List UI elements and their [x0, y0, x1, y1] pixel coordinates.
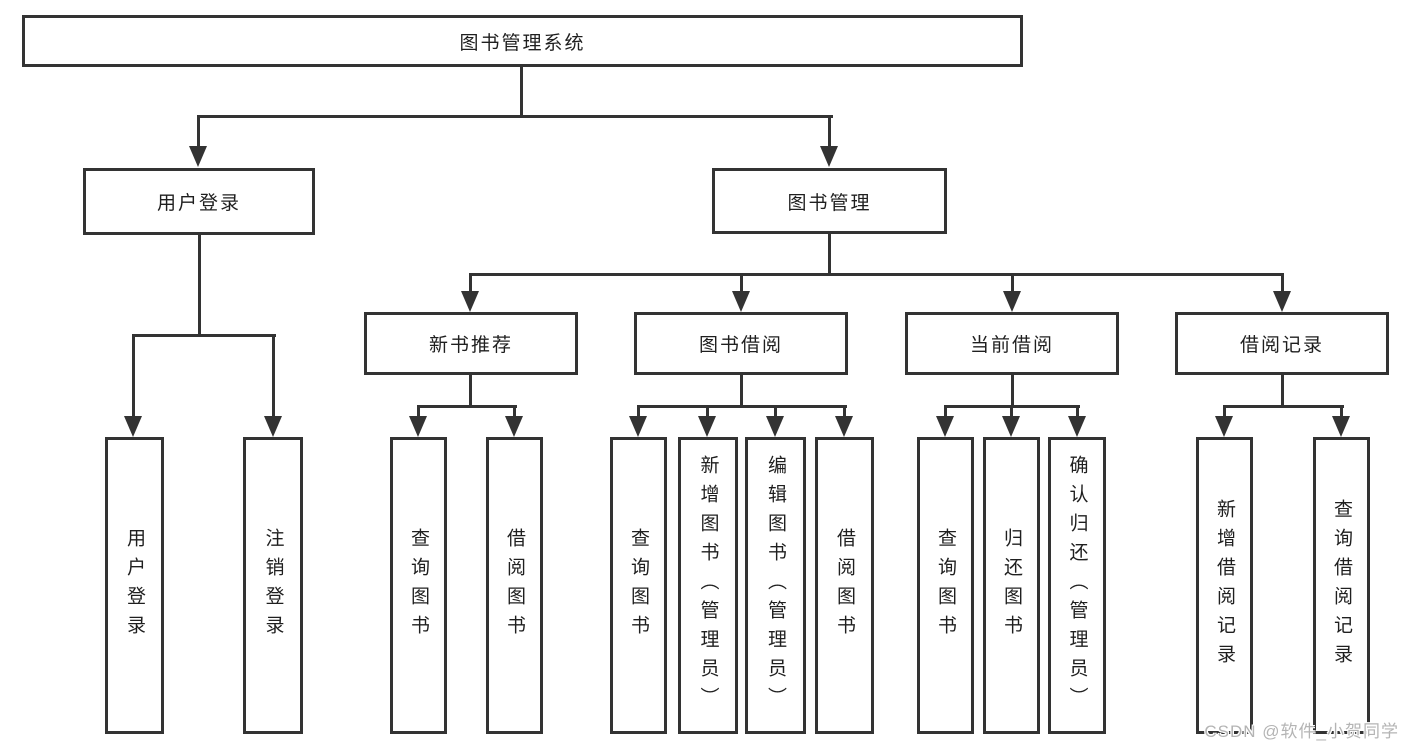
- arrowhead-user-login: [189, 146, 207, 167]
- leaf-borrow-books-label: 借阅图书: [834, 527, 855, 644]
- node-root-label: 图书管理系统: [459, 32, 586, 54]
- connector-user-login-stem: [198, 235, 201, 336]
- arrowhead-b1: [409, 416, 427, 437]
- arrowhead-new-book: [461, 291, 479, 312]
- leaf-query-books-borrow: 查询图书: [610, 437, 667, 734]
- leaf-add-borrow-record-label: 新增借阅记录: [1214, 498, 1235, 673]
- node-new-book-recommend-label: 新书推荐: [428, 335, 513, 356]
- arrowhead-b2: [505, 416, 523, 437]
- connector-drop-c3: [774, 405, 777, 417]
- connector-drop-borrow-records: [1281, 273, 1284, 293]
- leaf-query-books-borrow-label: 查询图书: [628, 527, 649, 644]
- node-current-borrow-label: 当前借阅: [969, 335, 1054, 356]
- arrowhead-e1: [1215, 416, 1233, 437]
- node-borrow-records-label: 借阅记录: [1239, 335, 1324, 356]
- connector-drop-b2: [513, 405, 516, 417]
- leaf-add-books-admin: 新增图书（管理员）: [678, 437, 738, 734]
- arrowhead-c2: [698, 416, 716, 437]
- leaf-edit-books-admin-label: 编辑图书（管理员）: [765, 455, 786, 716]
- connector-level2-rail: [469, 273, 1284, 276]
- node-user-login: 用户登录: [83, 168, 315, 235]
- connector-drop-c1: [637, 405, 640, 417]
- connector-level1-rail: [197, 115, 833, 118]
- arrowhead-d1: [936, 416, 954, 437]
- connector-drop-d2: [1010, 405, 1013, 417]
- leaf-query-books-recommend: 查询图书: [390, 437, 447, 734]
- connector-user-login-rail: [132, 334, 276, 337]
- leaf-query-books-current: 查询图书: [917, 437, 974, 734]
- connector-drop-e1: [1223, 405, 1226, 417]
- arrowhead-leaf-logout: [264, 416, 282, 437]
- node-book-borrow: 图书借阅: [634, 312, 848, 375]
- connector-root-stem: [520, 67, 523, 117]
- leaf-query-books-recommend-label: 查询图书: [408, 527, 429, 644]
- arrowhead-d3: [1068, 416, 1086, 437]
- node-user-login-label: 用户登录: [156, 193, 241, 214]
- connector-borrow-records-stem: [1281, 375, 1284, 408]
- leaf-user-login: 用户登录: [105, 437, 164, 734]
- connector-drop-d1: [944, 405, 947, 417]
- leaf-add-books-admin-label: 新增图书（管理员）: [697, 455, 719, 716]
- leaf-edit-books-admin: 编辑图书（管理员）: [745, 437, 806, 734]
- arrowhead-c3: [766, 416, 784, 437]
- connector-drop-d3: [1076, 405, 1079, 417]
- connector-drop-e2: [1340, 405, 1343, 417]
- leaf-user-login-label: 用户登录: [124, 527, 145, 644]
- csdn-watermark: CSDN @软件_小贺同学: [1204, 722, 1399, 741]
- node-root: 图书管理系统: [22, 15, 1023, 67]
- arrowhead-c1: [629, 416, 647, 437]
- connector-drop-current-borrow: [1011, 273, 1014, 293]
- leaf-borrow-books-recommend: 借阅图书: [486, 437, 543, 734]
- arrowhead-d2: [1002, 416, 1020, 437]
- arrowhead-book-mgmt: [820, 146, 838, 167]
- connector-current-borrow-stem: [1011, 375, 1014, 408]
- connector-borrow-records-rail: [1223, 405, 1344, 408]
- leaf-add-borrow-record: 新增借阅记录: [1196, 437, 1253, 734]
- leaf-return-books: 归还图书: [983, 437, 1040, 734]
- leaf-logout-label: 注销登录: [262, 527, 284, 644]
- arrowhead-borrow-records: [1273, 291, 1291, 312]
- arrowhead-book-borrow: [732, 291, 750, 312]
- node-book-management-label: 图书管理: [787, 192, 872, 214]
- leaf-confirm-return-admin-label: 确认归还（管理员）: [1066, 455, 1088, 716]
- connector-drop-b1: [417, 405, 420, 417]
- connector-drop-leaf-logout: [272, 334, 275, 417]
- leaf-logout: 注销登录: [243, 437, 303, 734]
- arrowhead-leaf-login: [124, 416, 142, 437]
- leaf-confirm-return-admin: 确认归还（管理员）: [1048, 437, 1106, 734]
- node-book-borrow-label: 图书借阅: [698, 335, 783, 356]
- leaf-borrow-books-recommend-label: 借阅图书: [504, 527, 525, 644]
- connector-book-borrow-stem: [740, 375, 743, 408]
- node-borrow-records: 借阅记录: [1175, 312, 1389, 375]
- node-current-borrow: 当前借阅: [905, 312, 1119, 375]
- leaf-query-books-current-label: 查询图书: [935, 527, 956, 644]
- arrowhead-e2: [1332, 416, 1350, 437]
- leaf-borrow-books: 借阅图书: [815, 437, 874, 734]
- leaf-query-borrow-record: 查询借阅记录: [1313, 437, 1370, 734]
- arrowhead-c4: [835, 416, 853, 437]
- connector-book-borrow-rail: [637, 405, 847, 408]
- node-book-management: 图书管理: [712, 168, 947, 234]
- node-new-book-recommend: 新书推荐: [364, 312, 578, 375]
- connector-new-book-rail: [417, 405, 517, 408]
- connector-drop-c2: [706, 405, 709, 417]
- connector-drop-book-mgmt: [828, 115, 831, 148]
- connector-drop-new-book: [469, 273, 472, 293]
- connector-drop-leaf-login: [132, 334, 135, 417]
- leaf-query-borrow-record-label: 查询借阅记录: [1331, 498, 1352, 673]
- connector-drop-c4: [843, 405, 846, 417]
- connector-drop-user-login: [197, 115, 200, 148]
- connector-new-book-stem: [469, 375, 472, 408]
- leaf-return-books-label: 归还图书: [1001, 527, 1022, 644]
- arrowhead-current-borrow: [1003, 291, 1021, 312]
- connector-book-mgmt-stem: [828, 234, 831, 275]
- connector-drop-book-borrow: [740, 273, 743, 293]
